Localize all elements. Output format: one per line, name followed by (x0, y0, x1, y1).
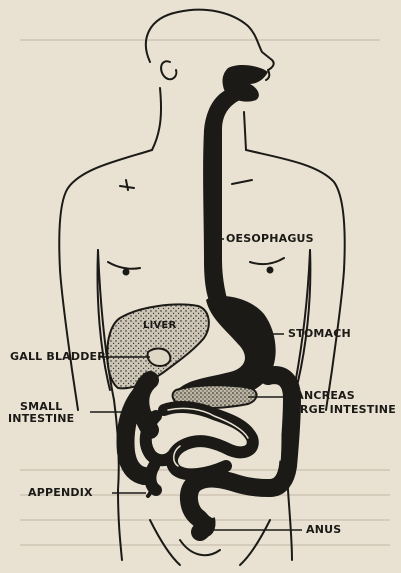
label-anus: Anus (306, 524, 341, 535)
label-gall-bladder: Gall Bladder (10, 351, 106, 362)
label-stomach: Stomach (288, 328, 351, 339)
label-pancreas: Pancreas (288, 390, 355, 401)
label-appendix: Appendix (28, 487, 93, 498)
liver-shape (107, 305, 208, 389)
label-liver: Liver (143, 320, 176, 331)
label-small-intestine-line2: Intestine (8, 413, 74, 424)
rectum-shape (197, 510, 213, 534)
label-oesophagus: Oesophagus (226, 233, 314, 244)
label-small-intestine-line1: Small (20, 401, 62, 412)
gall-bladder-shape (148, 349, 171, 366)
label-large-intestine: Large Intestine (284, 404, 396, 415)
